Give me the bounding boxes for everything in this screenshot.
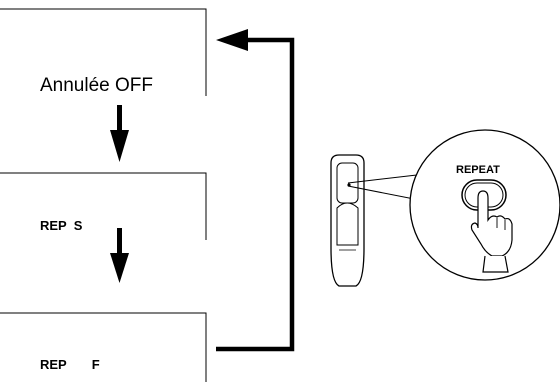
state-label-rep-s: REP S (40, 218, 83, 233)
down-arrow-1 (110, 105, 129, 162)
state-label-off: Annulée OFF (40, 75, 153, 96)
state-frame-off (0, 8, 207, 96)
state-label-rep-f: REP F (40, 357, 100, 372)
down-arrow-2 (110, 228, 129, 283)
repeat-button-label: REPEAT (456, 164, 500, 176)
state-frame-rep-s (0, 172, 207, 240)
remote-control-icon (330, 154, 365, 287)
state-frame-rep-f (0, 312, 207, 382)
pointing-hand-icon (470, 190, 513, 273)
loop-back-arrow (216, 29, 295, 352)
